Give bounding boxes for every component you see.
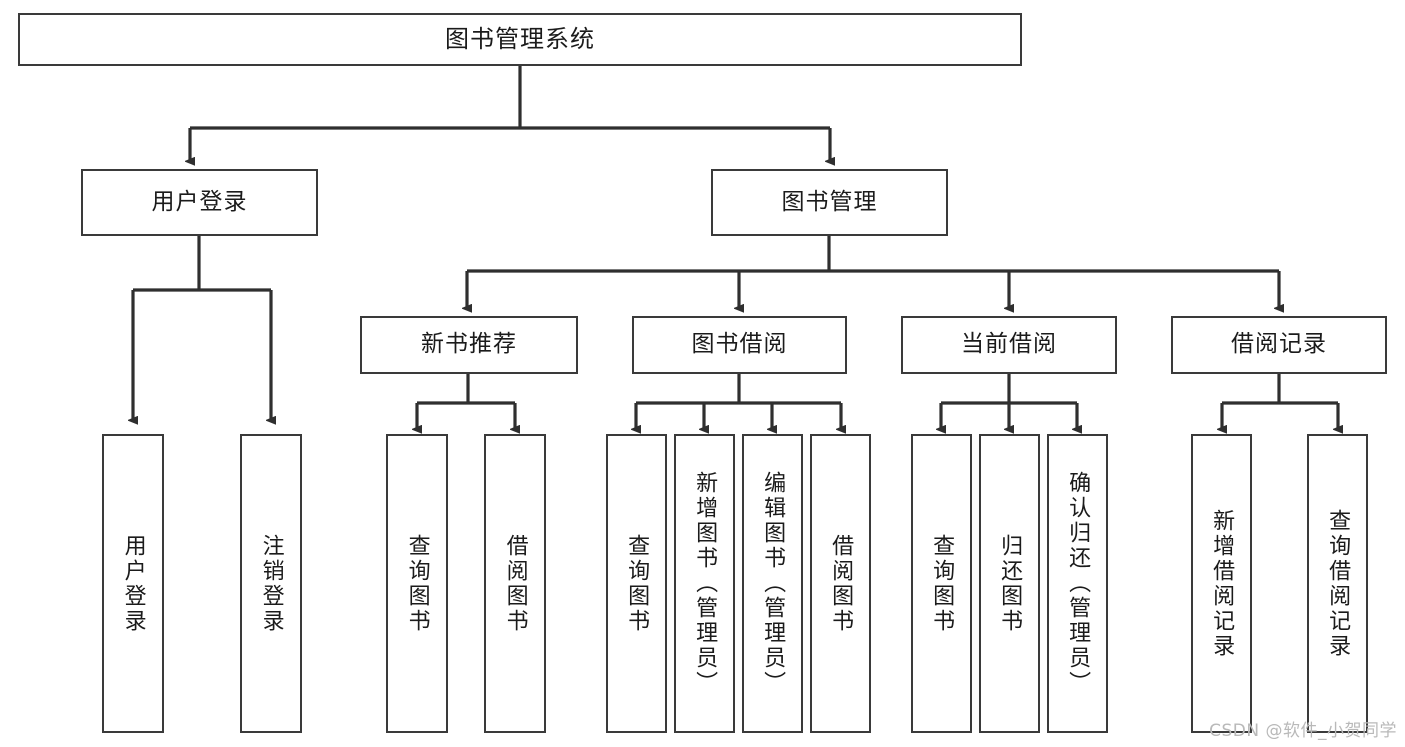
node-leaf-user-login[interactable]: 用户登录 — [102, 434, 164, 733]
node-user-login-label: 用户登录 — [151, 188, 248, 215]
node-borrow-record[interactable]: 借阅记录 — [1171, 316, 1387, 374]
node-leaf-query-record-label: 查询借阅记录 — [1325, 508, 1351, 659]
node-leaf-borrow-book-2[interactable]: 借阅图书 — [810, 434, 871, 733]
watermark-text: CSDN @软件_小贺同学 — [1209, 721, 1397, 741]
node-leaf-query-book-3[interactable]: 查询图书 — [911, 434, 972, 733]
node-leaf-add-book[interactable]: 新增图书（管理员） — [674, 434, 735, 733]
node-leaf-borrow-book-1[interactable]: 借阅图书 — [484, 434, 546, 733]
node-root[interactable]: 图书管理系统 — [18, 13, 1022, 66]
node-new-book-recommend[interactable]: 新书推荐 — [360, 316, 578, 374]
node-leaf-query-book-1-label: 查询图书 — [404, 533, 430, 634]
node-book-borrow-label: 图书借阅 — [691, 331, 788, 358]
node-leaf-logout-login[interactable]: 注销登录 — [240, 434, 302, 733]
node-borrow-record-label: 借阅记录 — [1231, 331, 1327, 358]
node-root-label: 图书管理系统 — [445, 25, 595, 54]
node-current-borrow-label: 当前借阅 — [961, 331, 1057, 358]
node-leaf-user-login-label: 用户登录 — [120, 533, 146, 634]
node-new-book-recommend-label: 新书推荐 — [421, 331, 517, 358]
node-leaf-query-record[interactable]: 查询借阅记录 — [1307, 434, 1368, 733]
node-leaf-confirm-return[interactable]: 确认归还（管理员） — [1047, 434, 1108, 733]
node-book-management[interactable]: 图书管理 — [711, 169, 948, 236]
node-book-borrow[interactable]: 图书借阅 — [632, 316, 847, 374]
node-leaf-return-book-label: 归还图书 — [997, 533, 1023, 634]
node-book-management-label: 图书管理 — [781, 188, 878, 215]
node-leaf-add-record-label: 新增借阅记录 — [1209, 508, 1235, 659]
node-leaf-confirm-return-label: 确认归还（管理员） — [1065, 471, 1091, 696]
node-current-borrow[interactable]: 当前借阅 — [901, 316, 1117, 374]
node-leaf-query-book-3-label: 查询图书 — [929, 533, 955, 634]
node-leaf-add-book-label: 新增图书（管理员） — [692, 471, 718, 696]
node-leaf-add-record[interactable]: 新增借阅记录 — [1191, 434, 1252, 733]
node-leaf-edit-book[interactable]: 编辑图书（管理员） — [742, 434, 803, 733]
node-leaf-edit-book-label: 编辑图书（管理员） — [760, 471, 786, 696]
node-user-login[interactable]: 用户登录 — [81, 169, 318, 236]
node-leaf-borrow-book-1-label: 借阅图书 — [502, 533, 528, 634]
node-leaf-borrow-book-2-label: 借阅图书 — [828, 533, 854, 634]
node-leaf-query-book-1[interactable]: 查询图书 — [386, 434, 448, 733]
node-leaf-return-book[interactable]: 归还图书 — [979, 434, 1040, 733]
node-leaf-query-book-2-label: 查询图书 — [624, 533, 650, 634]
node-leaf-query-book-2[interactable]: 查询图书 — [606, 434, 667, 733]
node-leaf-logout-login-label: 注销登录 — [258, 533, 284, 634]
